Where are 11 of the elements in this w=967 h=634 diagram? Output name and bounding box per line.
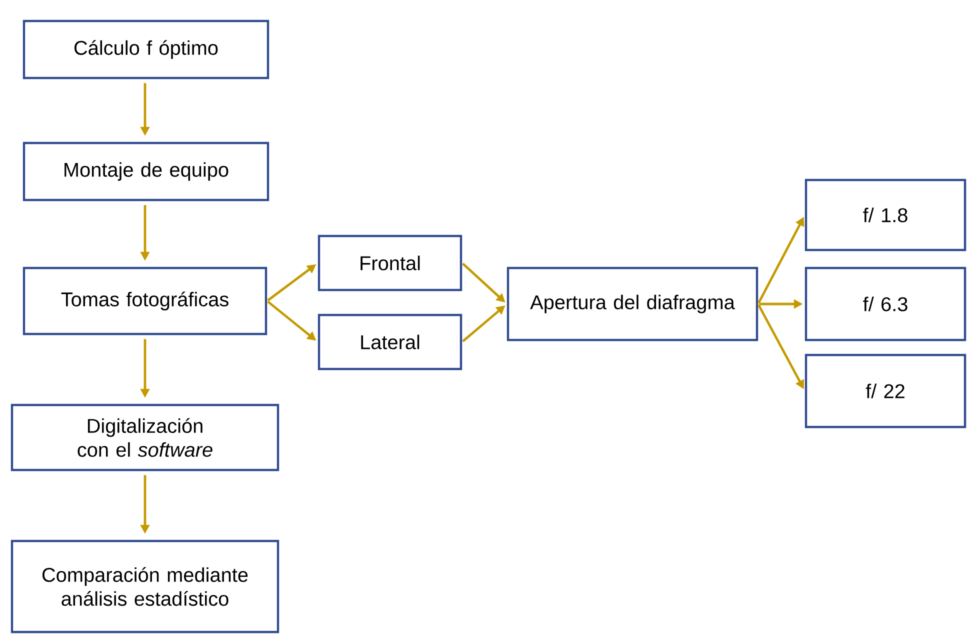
process-box: Montaje de equipo <box>22 142 270 202</box>
process-box: Cálculo f óptimo <box>22 20 270 80</box>
process-box: Comparación mediante análisis estadístico <box>10 540 280 634</box>
process-box: f/ 6.3 <box>804 266 966 342</box>
process-box: Apertura del diafragma <box>506 266 758 342</box>
process-box: Lateral <box>318 314 462 370</box>
process-box: Tomas fotográficas <box>22 266 268 336</box>
process-box: Digitalización con el software <box>10 404 280 472</box>
process-box: f/ 22 <box>804 354 966 428</box>
process-box: f/ 1.8 <box>804 178 966 252</box>
process-box: Frontal <box>318 234 462 292</box>
